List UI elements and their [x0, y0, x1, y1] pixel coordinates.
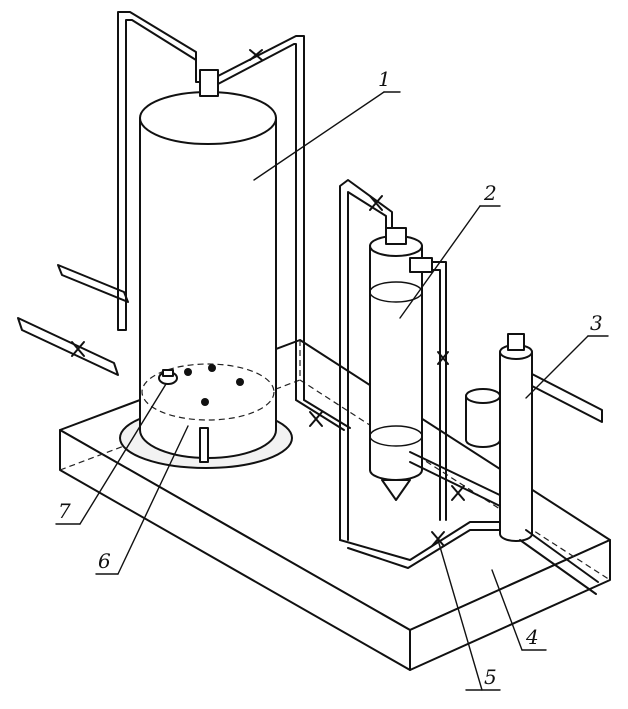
valve-icon	[437, 351, 449, 365]
label-6: 6	[98, 549, 111, 573]
platform-hidden-edge	[299, 379, 611, 581]
vessel-top-nozzle	[199, 69, 219, 97]
lower-connection-pipes	[295, 179, 393, 541]
leader-2	[399, 205, 481, 319]
column-body	[369, 245, 423, 481]
leader-3	[525, 335, 589, 399]
column-section	[369, 425, 423, 447]
condenser-body	[499, 351, 533, 542]
condenser	[499, 333, 603, 595]
leader-5	[437, 539, 483, 691]
left-pipes	[17, 264, 129, 376]
valve-icon	[249, 49, 263, 61]
label-7: 7	[58, 499, 71, 523]
leader-6	[117, 425, 189, 575]
vent-hole	[236, 378, 244, 386]
leader-7	[79, 383, 167, 525]
platform-side-face	[409, 539, 611, 671]
valve-icon	[451, 485, 465, 501]
drain-tube	[199, 427, 209, 463]
valve-icon	[309, 411, 323, 427]
column-feed-pipe	[339, 179, 393, 541]
label-3: 3	[590, 311, 603, 335]
valve-icon	[431, 531, 445, 547]
main-vessel	[119, 91, 293, 469]
leader-4	[491, 569, 523, 651]
column-to-condenser-pipe	[409, 451, 507, 507]
vent-hole	[201, 398, 209, 406]
upper-left-pipe	[57, 264, 129, 303]
vessel-body	[139, 117, 277, 459]
column-side-nozzle	[409, 257, 433, 273]
valve-icon	[369, 195, 383, 211]
bottom-pipe-run	[339, 521, 501, 569]
vent-hole	[184, 368, 192, 376]
labels: 1 2 3 4 5 6 7	[58, 67, 603, 689]
vessel-section-line	[141, 363, 275, 421]
condenser-top-nozzle	[507, 333, 525, 351]
vessel-top-cap	[139, 91, 277, 145]
column-section	[369, 281, 423, 303]
overhead-pipes	[117, 11, 305, 401]
leader-1	[253, 91, 385, 181]
column-top-nozzle	[385, 227, 407, 245]
cooling-out-pipe	[531, 373, 603, 423]
cup-rim	[465, 388, 501, 404]
collector-cup	[465, 388, 501, 448]
column-bottom-funnel	[381, 479, 411, 501]
label-5: 5	[484, 665, 497, 689]
vent-hole	[208, 364, 216, 372]
lower-left-pipe	[17, 317, 119, 376]
condenser-outlet-pipe	[519, 529, 599, 595]
label-4: 4	[525, 625, 539, 649]
valve-icon	[71, 341, 85, 357]
label-2: 2	[483, 181, 497, 205]
label-1: 1	[378, 67, 391, 91]
leader-lines	[55, 91, 609, 691]
inlet-fitting-cap	[162, 369, 174, 377]
